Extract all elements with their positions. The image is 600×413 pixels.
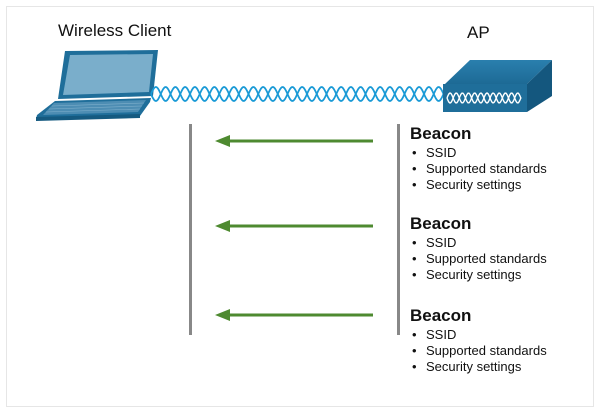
wireless-signal-icon — [150, 86, 446, 102]
beacon-title: Beacon — [410, 306, 472, 325]
wireless-client-label: Wireless Client — [58, 21, 172, 40]
beacon-frame-2: Beacon SSID Supported standards Security… — [410, 214, 547, 284]
beacon-item: Security settings — [410, 267, 547, 283]
arrowhead-icon — [215, 309, 230, 321]
beacon-item: Security settings — [410, 177, 547, 193]
beacon-item: SSID — [410, 327, 547, 343]
access-point-icon — [443, 60, 552, 112]
arrowhead-icon — [215, 135, 230, 147]
ap-timeline — [397, 124, 400, 335]
beacon-item: Supported standards — [410, 343, 547, 359]
arrowhead-icon — [215, 220, 230, 232]
beacon-frame-1: Beacon SSID Supported standards Security… — [410, 124, 547, 194]
beacon-item: SSID — [410, 235, 547, 251]
beacon-title: Beacon — [410, 124, 472, 143]
wave-strand — [446, 92, 522, 104]
beacon-item: Security settings — [410, 359, 547, 375]
beacon-frame-3: Beacon SSID Supported standards Security… — [410, 306, 547, 376]
beacon-item: Supported standards — [410, 161, 547, 177]
beacon-title: Beacon — [410, 214, 472, 233]
beacon-item: Supported standards — [410, 251, 547, 267]
laptop-icon — [36, 50, 158, 121]
client-timeline — [189, 124, 192, 335]
beacon-item: SSID — [410, 145, 547, 161]
wave-strand — [150, 86, 446, 102]
ap-label: AP — [467, 23, 490, 42]
